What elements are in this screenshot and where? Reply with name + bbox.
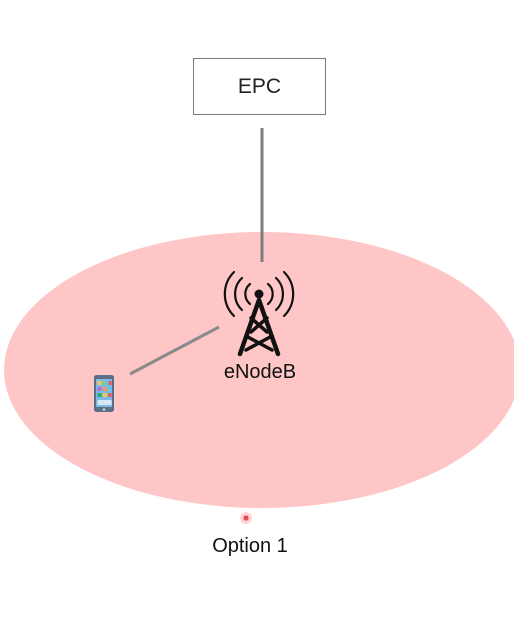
option-marker [240, 512, 252, 524]
smartphone-icon [94, 375, 114, 412]
coverage-area [4, 232, 514, 508]
radio-link [129, 325, 220, 376]
epc-label: EPC [237, 74, 282, 98]
epc-node: EPC [193, 58, 326, 115]
option-label: Option 1 [212, 535, 288, 557]
cell-tower-icon [223, 270, 295, 357]
enodeb-label: eNodeB [223, 361, 297, 383]
